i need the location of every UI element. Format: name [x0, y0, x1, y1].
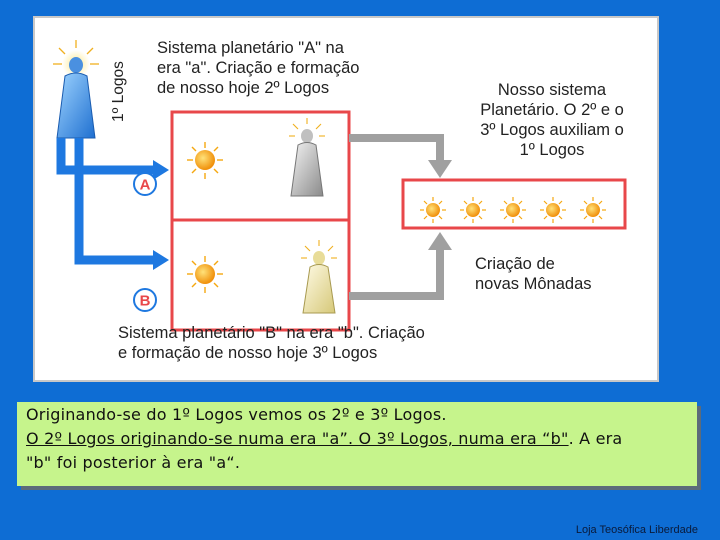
- blue-arrow-b: [74, 138, 169, 270]
- sun-icon: [187, 142, 223, 179]
- caption-underlined-text: O 2º Logos originando-se numa era "a”. O…: [26, 429, 569, 448]
- blue-arrow-a: [56, 138, 169, 180]
- marker-b-label: B: [140, 293, 151, 310]
- our-system-label: Nosso sistema Planetário. O 2º e o 3º Lo…: [480, 81, 624, 159]
- third-logos-figure: [301, 240, 337, 314]
- gray-arrow-top: [349, 134, 452, 178]
- caption-line-3: "b" foi posterior à era "a“.: [26, 453, 241, 472]
- first-logos-label: 1º Logos: [110, 61, 127, 122]
- monad-suns: [420, 197, 606, 223]
- footer-credit: Loja Teosófica Liberdade: [575, 524, 698, 536]
- gray-arrow-bottom: [349, 232, 452, 300]
- sun-icon: [187, 256, 223, 293]
- marker-a: [133, 172, 157, 196]
- caption-line-1: Originando-se do 1º Logos vemos os 2º e …: [26, 405, 447, 424]
- diagram-figure: A B 1º Logos Sistema planetário "A" na e…: [33, 16, 659, 382]
- marker-b: [133, 288, 157, 312]
- system-a-label: Sistema planetário "A" na era "a". Criaç…: [157, 39, 360, 97]
- first-logos-figure: [53, 40, 99, 139]
- second-logos-figure: [289, 118, 325, 197]
- caption-line-2: O 2º Logos originando-se numa era "a”. O…: [26, 427, 697, 451]
- diagram-drawing: A B 1º Logos: [53, 40, 627, 332]
- marker-a-label: A: [140, 177, 151, 194]
- caption-line-2-rest: . A era: [568, 429, 623, 448]
- caption-box: Originando-se do 1º Logos vemos os 2º e …: [17, 402, 697, 486]
- system-b-label: Sistema planetário "B" na era "b". Criaç…: [118, 324, 425, 362]
- new-monads-label: Criação de novas Mônadas: [475, 255, 592, 293]
